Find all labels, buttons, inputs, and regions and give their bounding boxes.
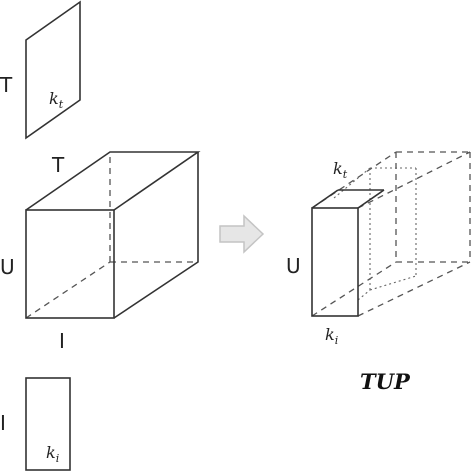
core-u-label: U <box>286 254 301 278</box>
outer-bottom-right-edge <box>357 261 471 317</box>
inner-slab-bottom <box>369 275 417 291</box>
t-slice-axis-label: T <box>0 73 13 97</box>
outer-bottom-left-edge <box>311 261 397 317</box>
core-top-left-edge <box>311 189 339 209</box>
i-slice-plane <box>25 377 71 471</box>
i-slice-k-label: ki <box>46 443 59 465</box>
tup-title: TUP <box>360 369 411 394</box>
t-slice: T kt <box>0 0 81 140</box>
core-tensor: kt U ki <box>286 151 471 347</box>
core-top-right-edge <box>357 189 385 209</box>
main-cube: T U I <box>0 151 201 353</box>
core-kt-label: kt <box>333 159 348 181</box>
i-slice-axis-label: I <box>0 411 6 435</box>
inner-slab-bottom-front <box>357 289 371 301</box>
core-front-face <box>311 207 359 317</box>
t-slice-k-label: kt <box>49 89 64 111</box>
cube-i-label: I <box>59 329 65 353</box>
cube-top-face <box>25 151 201 211</box>
core-ki-label: ki <box>325 325 338 347</box>
right-arrow-icon <box>219 214 265 254</box>
cube-front-face <box>25 209 115 319</box>
cube-t-label: T <box>51 153 65 177</box>
t-slice-plane <box>25 0 81 140</box>
i-slice: I ki <box>0 377 71 471</box>
outer-top-right-edge <box>357 151 471 209</box>
cube-right-face <box>113 152 199 319</box>
cube-hidden-edge-depth <box>25 261 111 319</box>
cube-u-label: U <box>0 255 15 279</box>
